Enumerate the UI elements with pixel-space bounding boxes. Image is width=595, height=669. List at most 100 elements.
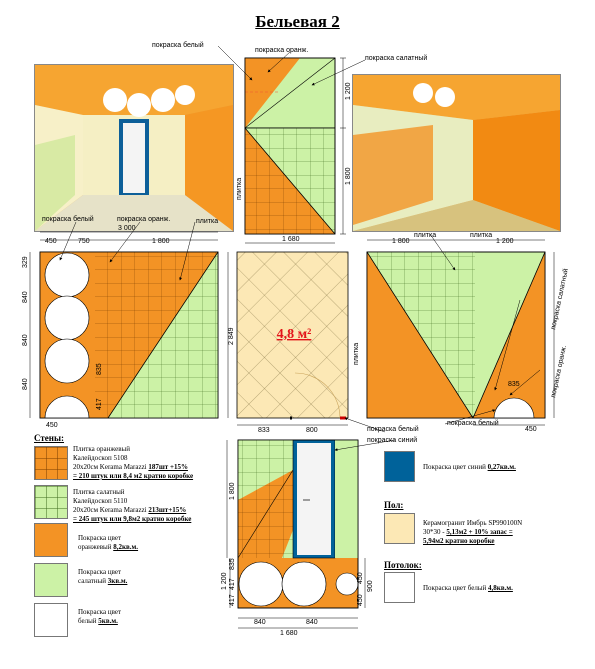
legend-paint-white-line1: Покраска цвет <box>78 608 121 616</box>
legend-paint-green-area: 3кв.м. <box>107 577 128 585</box>
swatch-tile-orange <box>34 446 68 480</box>
elevation-top <box>244 57 336 235</box>
dim-450-left: 450 <box>45 238 57 245</box>
callout-paint-white-door: покраска белый <box>367 425 419 433</box>
dim-2849-floor: 2 849 <box>228 327 235 345</box>
render-view-right <box>352 74 561 232</box>
dim-900-door: 900 <box>367 580 374 592</box>
legend-tile-orange-line2: Калейдоскоп 5108 <box>73 454 128 462</box>
ceiling-heading: Потолок: <box>384 560 422 570</box>
dim-750-left: 750 <box>78 238 90 245</box>
legend-paint-green: Покраска цвет салатный 3кв.м. <box>78 568 178 586</box>
dim-840-left-1: 840 <box>22 291 29 303</box>
dim-1680-top: 1 680 <box>282 236 300 243</box>
legend-tile-orange-total: = 210 штук или 8,4 м2 кратно коробке <box>73 472 194 480</box>
legend-ceiling-line1: Покраска цвет белый <box>423 584 489 592</box>
legend-paint-blue-line1: Покраска цвет синий <box>423 463 488 471</box>
dim-1680-door: 1 680 <box>280 630 298 637</box>
floor-heading: Пол: <box>384 500 404 510</box>
legend-paint-blue: Покраска цвет синий 0,27кв.м. <box>423 463 573 472</box>
legend-paint-orange-area: 8,2кв.м. <box>113 543 139 551</box>
dim-417-door-1: 417 <box>229 578 236 590</box>
legend-paint-green-line1: Покраска цвет <box>78 568 121 576</box>
dim-840-left-2: 840 <box>22 334 29 346</box>
swatch-floor <box>384 513 415 544</box>
dim-840-left-3: 840 <box>22 378 29 390</box>
render-view-left <box>34 64 234 232</box>
dim-450-left-bottom: 450 <box>46 422 58 429</box>
dim-329-left: 329 <box>22 256 29 268</box>
legend-tile-orange: Плитка оранжевый Калейдоскоп 5108 20х20с… <box>73 445 223 481</box>
walls-heading: Стены: <box>34 433 65 443</box>
legend-paint-white: Покраска цвет белый 5кв.м. <box>78 608 178 626</box>
legend-paint-white-line2: белый <box>78 617 99 625</box>
callout-tile-left: плитка <box>196 218 218 225</box>
legend-paint-orange-line1: Покраска цвет <box>78 534 121 542</box>
swatch-paint-white <box>34 603 68 637</box>
swatch-paint-orange <box>34 523 68 557</box>
dim-1800-right: 1 800 <box>392 238 410 245</box>
legend-tile-green-count: 213шт+15% <box>148 506 187 514</box>
dim-800-floor: 800 <box>306 427 318 434</box>
dim-835-left: 835 <box>96 363 103 375</box>
dim-840-door-1: 840 <box>254 619 266 626</box>
callout-paint-orange-right: покраска оранж. <box>550 345 568 399</box>
legend-floor: Керамогранит Имбрь SP990100N 30*30 - 5,1… <box>423 519 583 546</box>
dim-1200-door: 1 200 <box>221 572 228 590</box>
elevation-door-wall <box>237 439 359 609</box>
legend-ceiling: Покраска цвет белый 4,8кв.м. <box>423 584 573 593</box>
dim-450-right: 450 <box>525 426 537 433</box>
dim-840-door-2: 840 <box>306 619 318 626</box>
legend-tile-green-line2: Калейдоскоп 5110 <box>73 497 128 505</box>
legend-tile-orange-count: 187шт +15% <box>148 463 188 471</box>
callout-tile-right-2: плитка <box>470 232 492 239</box>
swatch-paint-green <box>34 563 68 597</box>
legend-paint-orange-line2: оранжевый <box>78 543 114 551</box>
dim-833-floor: 833 <box>258 427 270 434</box>
legend-tile-orange-line1: Плитка оранжевый <box>73 445 130 453</box>
page-title: Бельевая 2 <box>255 12 340 31</box>
dim-450-door-2: 450 <box>357 594 364 606</box>
legend-tile-green-total: = 245 штук или 9,8м2 кратно коробке <box>73 515 192 523</box>
legend-paint-white-area: 5кв.м. <box>98 617 118 625</box>
floor-plan <box>236 251 349 420</box>
swatch-tile-green <box>34 485 68 519</box>
callout-paint-orange-top: покраска оранж. <box>255 47 308 54</box>
callout-tile-floor: плитка <box>353 343 360 365</box>
legend-floor-line2: 30*30 - <box>423 528 447 536</box>
swatch-ceiling <box>384 572 415 603</box>
legend-floor-total: 5,94м2 кратно коробке <box>423 537 495 545</box>
legend-floor-area: 5,13м2 <box>446 528 467 536</box>
dim-450-door-1: 450 <box>357 572 364 584</box>
callout-leaders <box>59 45 541 452</box>
legend-paint-green-line2: салатный <box>78 577 108 585</box>
dim-835-door: 835 <box>229 558 236 570</box>
callout-paint-white-top: покраска белый <box>152 41 204 49</box>
legend-floor-line1: Керамогранит Имбрь SP990100N <box>423 519 523 527</box>
legend-tile-green-line3: 20х20см Kerama Marazzi <box>73 506 149 514</box>
callout-tile-top: плитка <box>236 178 243 200</box>
dim-1200-right: 1 200 <box>496 238 514 245</box>
floor-area-label: 4,8 м² <box>277 327 312 342</box>
elevation-left-wall <box>39 251 219 419</box>
callout-paint-white-left: покраска белый <box>42 215 94 223</box>
dim-1800-top: 1 800 <box>345 167 352 185</box>
dim-417-left: 417 <box>96 398 103 410</box>
dim-417-door-2: 417 <box>229 594 236 606</box>
dim-1800-door: 1 800 <box>229 482 236 500</box>
legend-paint-orange: Покраска цвет оранжевый 8,2кв.м. <box>78 534 178 552</box>
legend-ceiling-area: 4,8кв.м. <box>488 584 513 592</box>
legend-paint-blue-area: 0,27кв.м. <box>487 463 516 471</box>
legend-tile-orange-line3: 20х20см Kerama Marazzi <box>73 463 149 471</box>
callout-paint-green-right: покраска салатный <box>549 268 570 331</box>
dimension-lines <box>29 57 555 629</box>
legend-floor-reserve: + 10% запас = <box>466 528 513 536</box>
dim-1200-top: 1 200 <box>345 82 352 100</box>
legend-tile-green-line1: Плитка салатный <box>73 488 125 496</box>
swatch-paint-blue <box>384 451 415 482</box>
legend-tile-green: Плитка салатный Калейдоскоп 5110 20х20см… <box>73 488 223 524</box>
callout-paint-orange-left: покраска оранж. <box>117 216 170 223</box>
dim-1800-left: 1 800 <box>152 238 170 245</box>
callout-tile-right: плитка <box>414 232 436 239</box>
